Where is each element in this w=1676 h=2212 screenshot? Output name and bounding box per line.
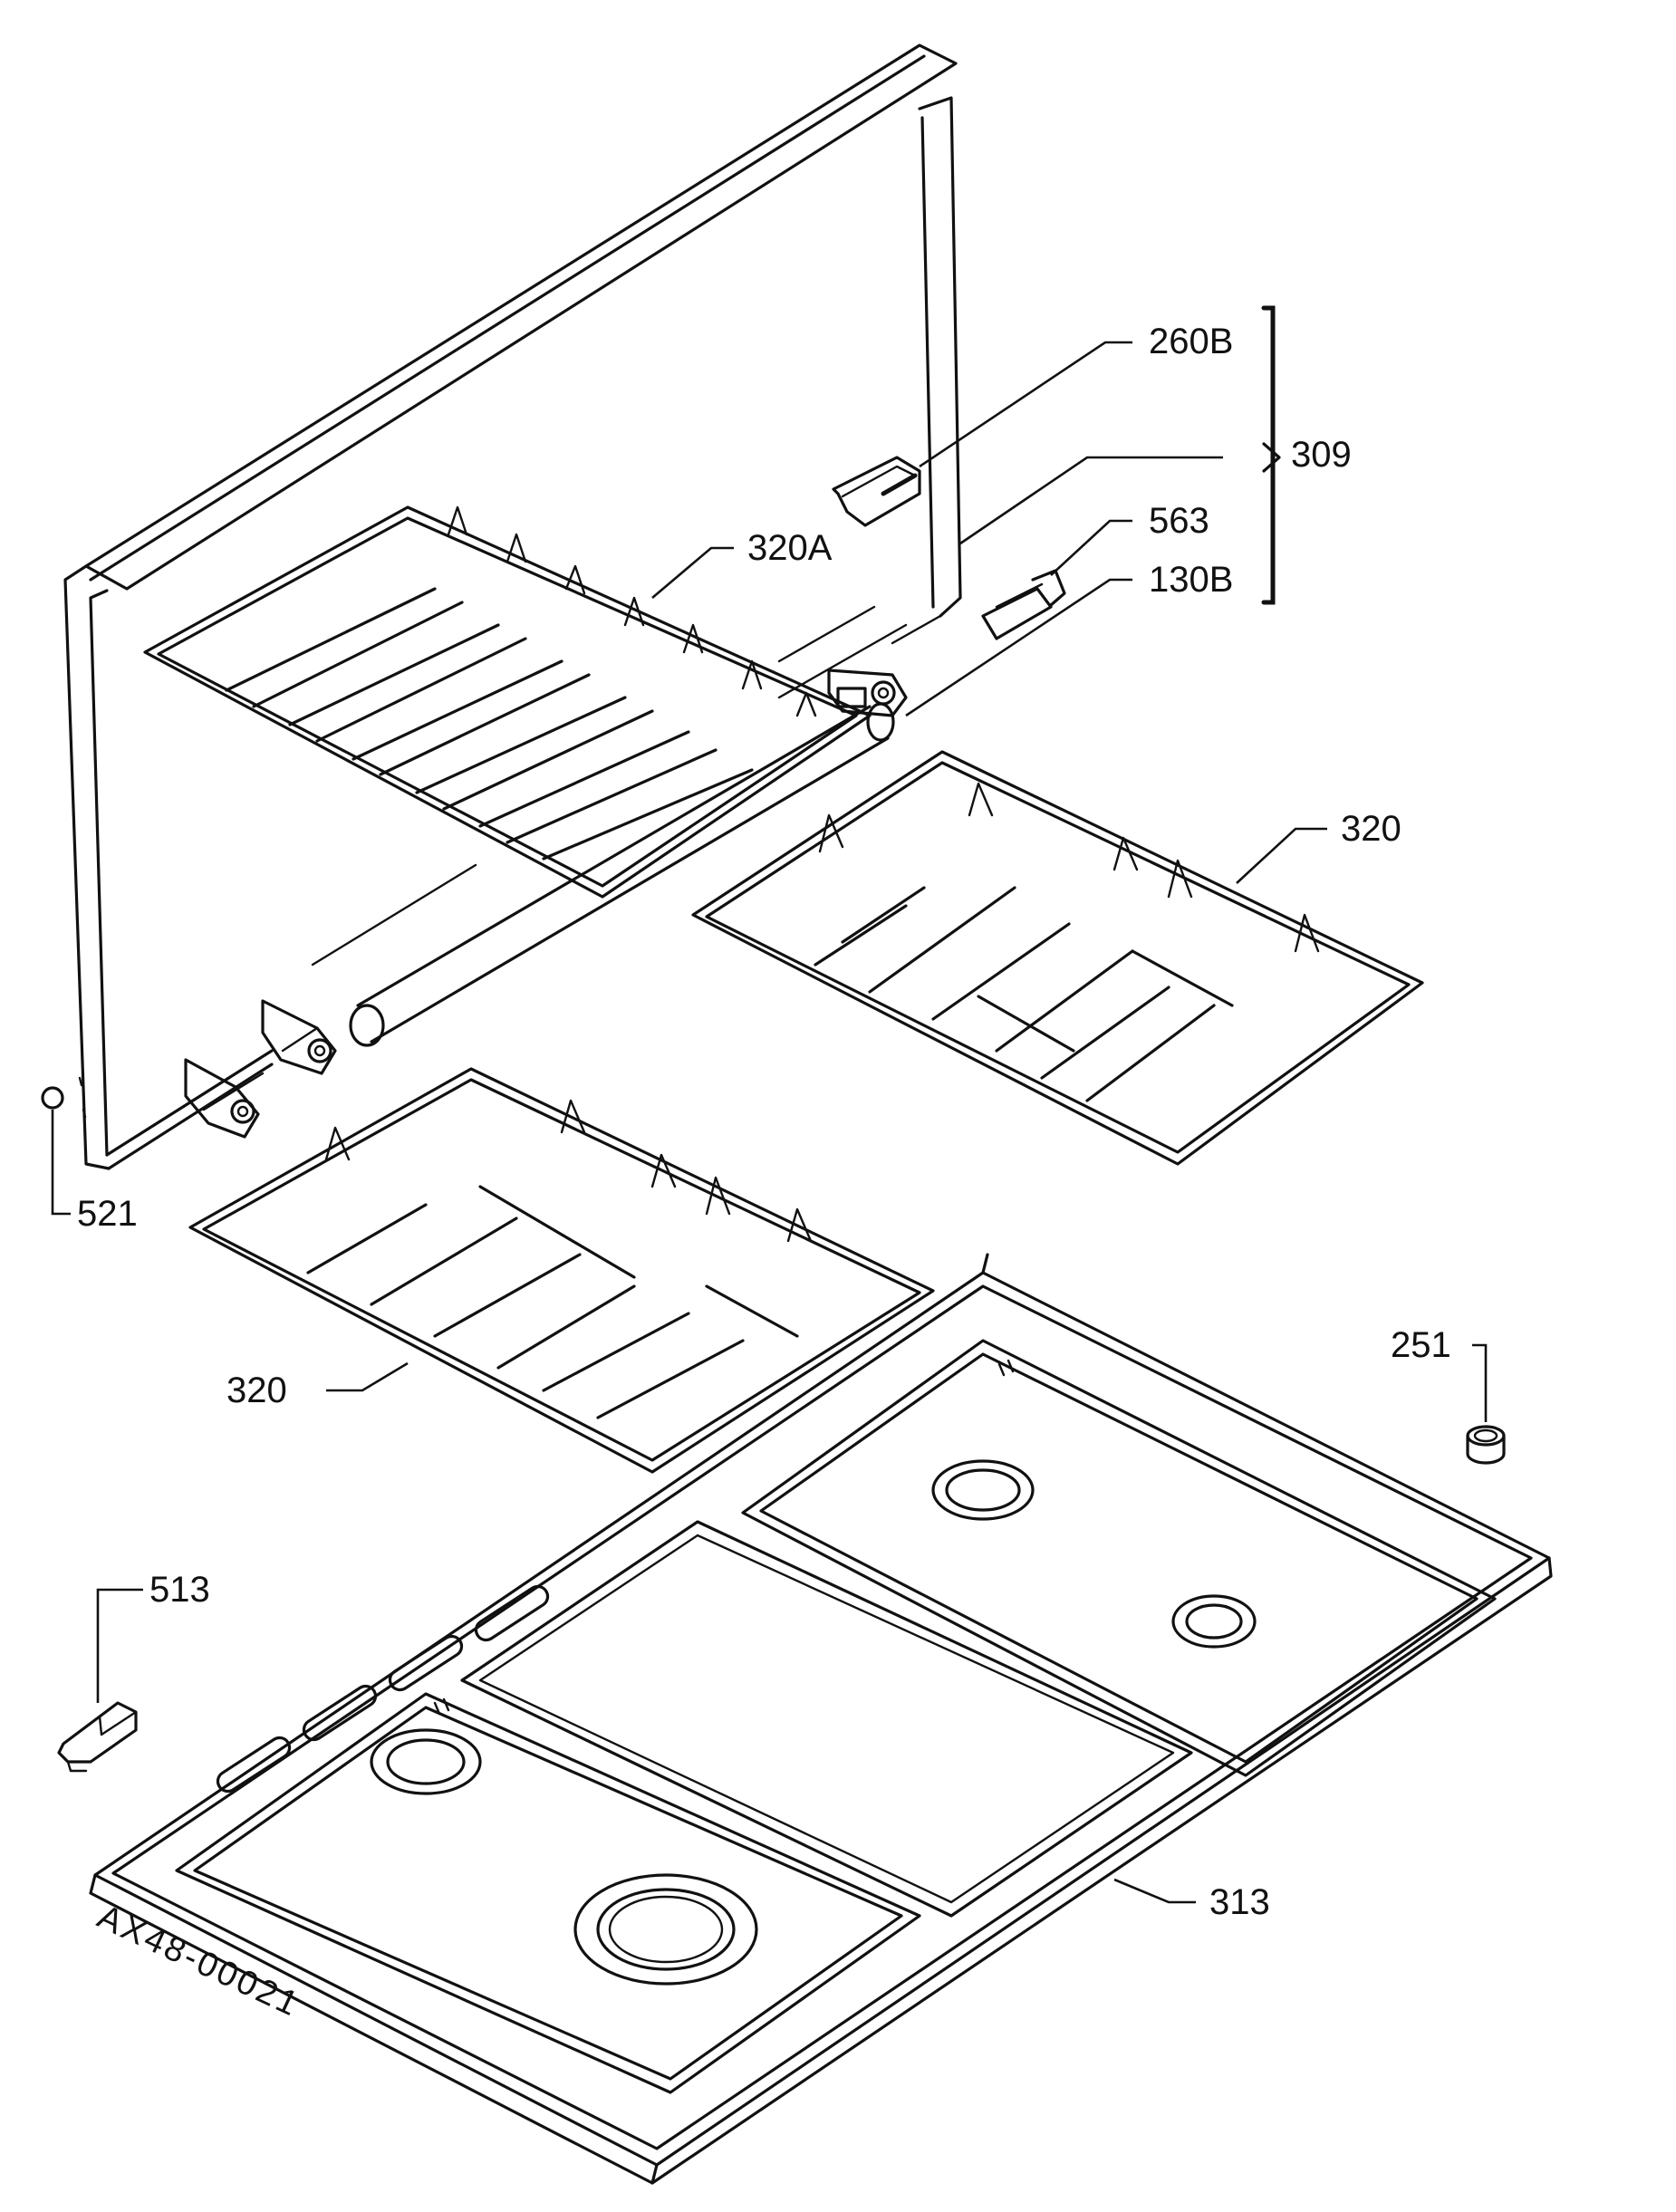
label-521: 521	[77, 1194, 138, 1234]
hinge-assembly	[184, 668, 908, 1139]
grid-320a	[143, 505, 872, 899]
part-251	[1466, 1425, 1506, 1465]
label-130b: 130B	[1149, 560, 1233, 600]
lid-panel	[63, 43, 962, 1170]
label-320-left: 320	[226, 1370, 287, 1410]
part-563	[981, 569, 1066, 640]
hob-top-313	[89, 1253, 1553, 2185]
callout-leaders	[51, 305, 1488, 1904]
grid-320-left	[188, 1067, 935, 1474]
part-260b	[832, 456, 921, 527]
label-313: 313	[1209, 1882, 1270, 1922]
label-260b: 260B	[1149, 322, 1233, 361]
label-251: 251	[1391, 1325, 1451, 1365]
label-513: 513	[149, 1570, 210, 1610]
grid-320-right	[691, 750, 1424, 1166]
part-521	[41, 1086, 64, 1110]
label-320-right: 320	[1341, 809, 1401, 849]
part-513	[57, 1701, 138, 1773]
label-563: 563	[1149, 501, 1209, 541]
label-320a: 320A	[747, 528, 833, 568]
label-309: 309	[1291, 435, 1352, 475]
